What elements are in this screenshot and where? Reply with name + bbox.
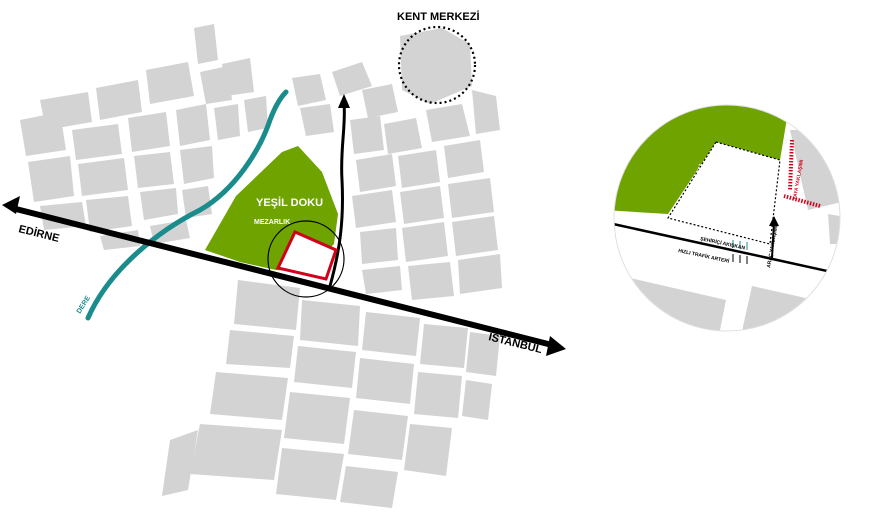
inset-access-arrow: [771, 221, 775, 259]
inset-pedestrian-arrow: [783, 194, 821, 208]
label-cemetery: MEZARLIK: [254, 219, 290, 226]
city-blocks: [20, 24, 502, 508]
arterial-road: [11, 205, 553, 348]
site-focus-circle: [267, 220, 345, 298]
city-center-circle: [397, 25, 477, 105]
inset-fast-flow-arrows: [732, 254, 748, 264]
inset-site-outline: [667, 141, 781, 245]
site-outline: [275, 230, 338, 281]
inset-arterial-road: [614, 220, 840, 278]
label-city-center: KENT MERKEZİ: [397, 10, 480, 23]
inset-slow-flow-arrows: [732, 240, 748, 250]
label-green-fabric: YEŞİL DOKU: [256, 196, 323, 209]
arrow-north-icon: [338, 94, 350, 108]
arrow-east-icon: [546, 336, 566, 356]
inset-frame: [613, 104, 841, 332]
inset-pedestrian-arrow-north: [788, 139, 794, 191]
arrow-west-icon: [2, 196, 20, 214]
creek-line: [85, 89, 289, 321]
inset-map: YEŞİL DOKU ŞEHİRİÇİ AKIŞKAN HIZLI TRAFİK…: [614, 105, 840, 331]
access-road-north: [328, 103, 346, 287]
inset-access-arrow-head: [769, 216, 779, 226]
